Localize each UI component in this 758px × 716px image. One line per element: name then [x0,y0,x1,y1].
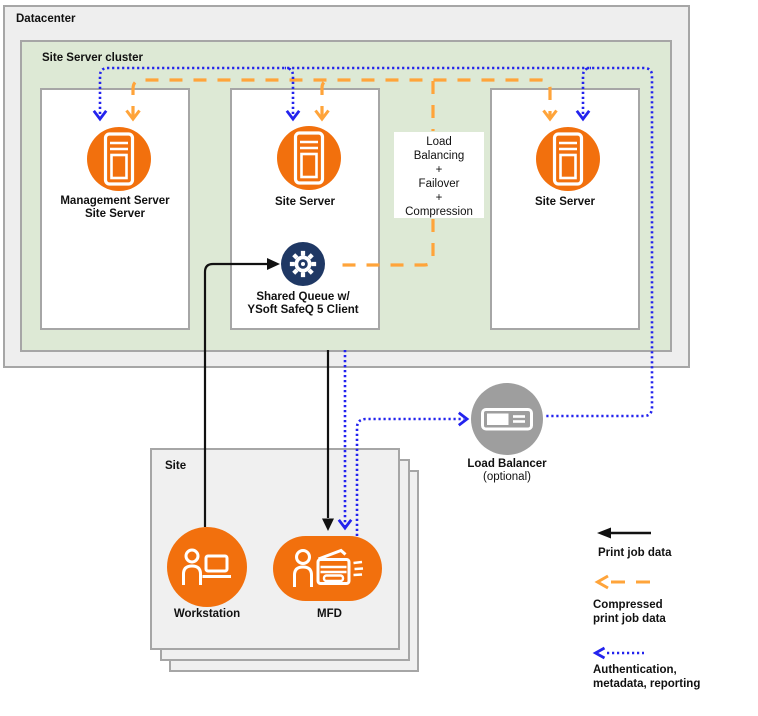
management-server-circle [87,127,151,191]
legend-compressed-label: Compressed print job data [593,599,666,625]
load-balancing-note: Load Balancing + Failover + Compression [394,132,484,218]
server-icon [293,131,325,185]
datacenter-label: Datacenter [16,13,76,25]
legend-print-label: Print job data [598,547,672,559]
mfd-shape [273,536,382,601]
shared-queue-circle [281,242,325,286]
site-label: Site [165,460,187,472]
cluster-label: Site Server cluster [42,52,144,64]
legend-auth-label: Authentication, metadata, reporting [593,664,701,690]
site-box: Site Workstation [150,448,400,650]
site-server-right-circle [536,127,600,191]
legend-compressed-arrow [594,574,660,590]
mfd-icon [292,548,363,587]
management-server-label: Management Server Site Server [60,195,170,220]
server-icon [552,132,584,186]
load-balancer-circle [471,383,543,455]
workstation-circle [167,527,247,607]
site-server-right-box: Site Server [490,88,640,330]
workstation-label: Workstation [173,608,241,620]
legend-print-arrow [597,527,651,539]
gear-icon [289,250,317,278]
site-server-right-label: Site Server [534,196,596,208]
server-icon [103,132,135,186]
legend-auth-arrow [592,646,644,660]
site-server-mid-label: Site Server [274,196,336,208]
load-balancer-icon [481,408,533,431]
load-balancer-label: Load Balancer (optional) [467,458,547,483]
management-server-box: Management Server Site Server [40,88,190,330]
shared-queue-label: Shared Queue w/ YSoft SafeQ 5 Client [247,291,359,316]
workstation-icon [182,548,231,585]
mfd-label: MFD [317,608,342,620]
site-server-mid-circle [277,126,341,190]
